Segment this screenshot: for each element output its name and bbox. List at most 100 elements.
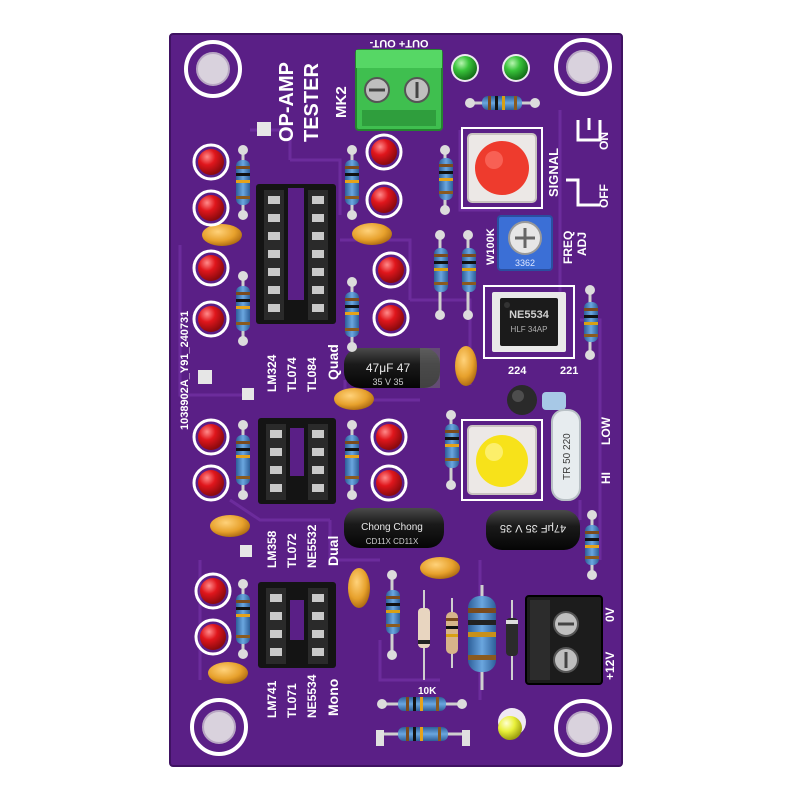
- terminal-out-label: OUT+ OUT-: [369, 37, 428, 49]
- cap-big2-sub: CD11X CD11X: [366, 537, 419, 546]
- thermistor: TR 50 220: [551, 409, 581, 501]
- capacitor-icon: 47μF 47 35 V 35: [344, 348, 440, 388]
- on-off-symbol: [566, 118, 602, 207]
- led-icon: [192, 249, 230, 287]
- led-icon: [370, 464, 408, 502]
- pot-value-label: W100K: [485, 228, 497, 265]
- adj-label: ADJ: [575, 232, 589, 256]
- mounting-hole-icon: [554, 38, 612, 96]
- resistor-icon: [236, 145, 250, 220]
- mono-title: Mono: [325, 679, 341, 716]
- resistor-icon: [439, 145, 453, 215]
- diode: [506, 600, 518, 680]
- title-mk2: MK2: [333, 86, 350, 118]
- freq-label: FREQ: [561, 231, 575, 264]
- led-icon: [365, 181, 403, 219]
- cap-224-label: 224: [508, 365, 527, 377]
- capacitor-icon: [208, 662, 248, 684]
- quad-ic-3: TL084: [305, 357, 319, 392]
- resistor-icon: [386, 570, 400, 660]
- dual-title: Dual: [325, 536, 341, 566]
- led-icon: [451, 54, 479, 82]
- dual-ic-1: LM358: [265, 530, 279, 568]
- push-button-icon[interactable]: [461, 127, 543, 209]
- resistor-icon: [345, 277, 359, 352]
- resistor-group: [236, 145, 599, 659]
- trimmer-pot-icon[interactable]: 3362: [497, 215, 553, 271]
- cap-big2-brand: Chong Chong: [361, 522, 423, 533]
- led-icon: [192, 300, 230, 338]
- dip-socket-icon: [258, 582, 336, 668]
- dip-socket-icon: [256, 184, 336, 324]
- push-button-icon[interactable]: [461, 419, 543, 501]
- cap-big1-value: 47μF 47: [366, 361, 411, 375]
- dual-ic-3: NE5532: [305, 524, 319, 568]
- red-led-group: [192, 133, 410, 656]
- led-icon: [194, 618, 232, 656]
- mono-ic-2: TL071: [285, 683, 299, 718]
- diode: [418, 590, 430, 680]
- ic-chip: NE5534 HLF 34AP: [483, 285, 575, 359]
- capacitor-icon: Chong Chong CD11X CD11X: [344, 508, 444, 548]
- pot-code: 3362: [515, 258, 535, 268]
- led-icon: [372, 299, 410, 337]
- resistor-icon: [446, 598, 458, 668]
- resistor-icon: [236, 271, 250, 346]
- led-icon: [372, 251, 410, 289]
- mounting-hole-icon: [184, 40, 242, 98]
- power-zero-label: 0V: [603, 607, 617, 622]
- title-opamp: OP-AMP: [276, 62, 298, 142]
- led-icon: [192, 464, 230, 502]
- led-icon: [194, 572, 232, 610]
- capacitor-icon: [334, 388, 374, 410]
- ic-sub-marking: HLF 34AP: [511, 325, 548, 334]
- title-tester: TESTER: [301, 63, 323, 142]
- led-icon: [502, 54, 530, 82]
- capacitor-icon: [202, 224, 242, 246]
- off-label: OFF: [597, 184, 611, 208]
- led-icon: [370, 418, 408, 456]
- resistor-icon: [236, 420, 250, 500]
- mono-ic-1: LM741: [265, 680, 279, 718]
- resistor-icon: [434, 230, 448, 320]
- mounting-hole-icon: [190, 698, 248, 756]
- capacitor-icon: [210, 515, 250, 537]
- on-label: ON: [597, 132, 611, 150]
- resistor-icon: [468, 585, 496, 690]
- quad-ic-2: TL074: [285, 357, 299, 392]
- quad-title: Quad: [325, 344, 341, 380]
- resistor-icon: [377, 697, 467, 711]
- resistor-icon: [345, 420, 359, 500]
- dual-ic-2: TL072: [285, 533, 299, 568]
- test-pads: [198, 122, 271, 557]
- resistor-icon: [584, 285, 598, 360]
- resistor-10k-label: 10K: [418, 686, 437, 697]
- serial-number: 1038902A_Y91_240731: [179, 311, 191, 430]
- mounting-hole-icon: [554, 699, 612, 757]
- capacitor-icon: 47μF 35 V 35: [486, 510, 580, 550]
- cap-221-label: 221: [560, 365, 578, 377]
- resistor-icon: [465, 96, 540, 110]
- capacitor-icon: [348, 568, 370, 608]
- ic-marking: NE5534: [509, 309, 550, 321]
- low-label: LOW: [599, 416, 613, 445]
- thermistor-marking: TR 50 220: [562, 433, 573, 480]
- resistor-icon: [236, 579, 250, 659]
- power-plus-label: +12V: [603, 652, 617, 680]
- capacitor-icon: [420, 557, 460, 579]
- resistor-icon: [345, 145, 359, 220]
- resistor-icon: [445, 410, 459, 490]
- capacitor-icon: [542, 392, 566, 410]
- led-icon: [365, 133, 403, 171]
- dip-socket-icon: [258, 418, 336, 504]
- led-icon: [192, 189, 230, 227]
- led-icon: [498, 708, 526, 740]
- resistor-icon: [585, 510, 599, 580]
- signal-label: SIGNAL: [546, 148, 561, 197]
- cap-big3-value: 47μF 35 V 35: [500, 522, 566, 534]
- resistor-icon: [376, 727, 470, 746]
- led-icon: [192, 143, 230, 181]
- resistor-icon: [462, 230, 476, 320]
- capacitor-icon: [352, 223, 392, 245]
